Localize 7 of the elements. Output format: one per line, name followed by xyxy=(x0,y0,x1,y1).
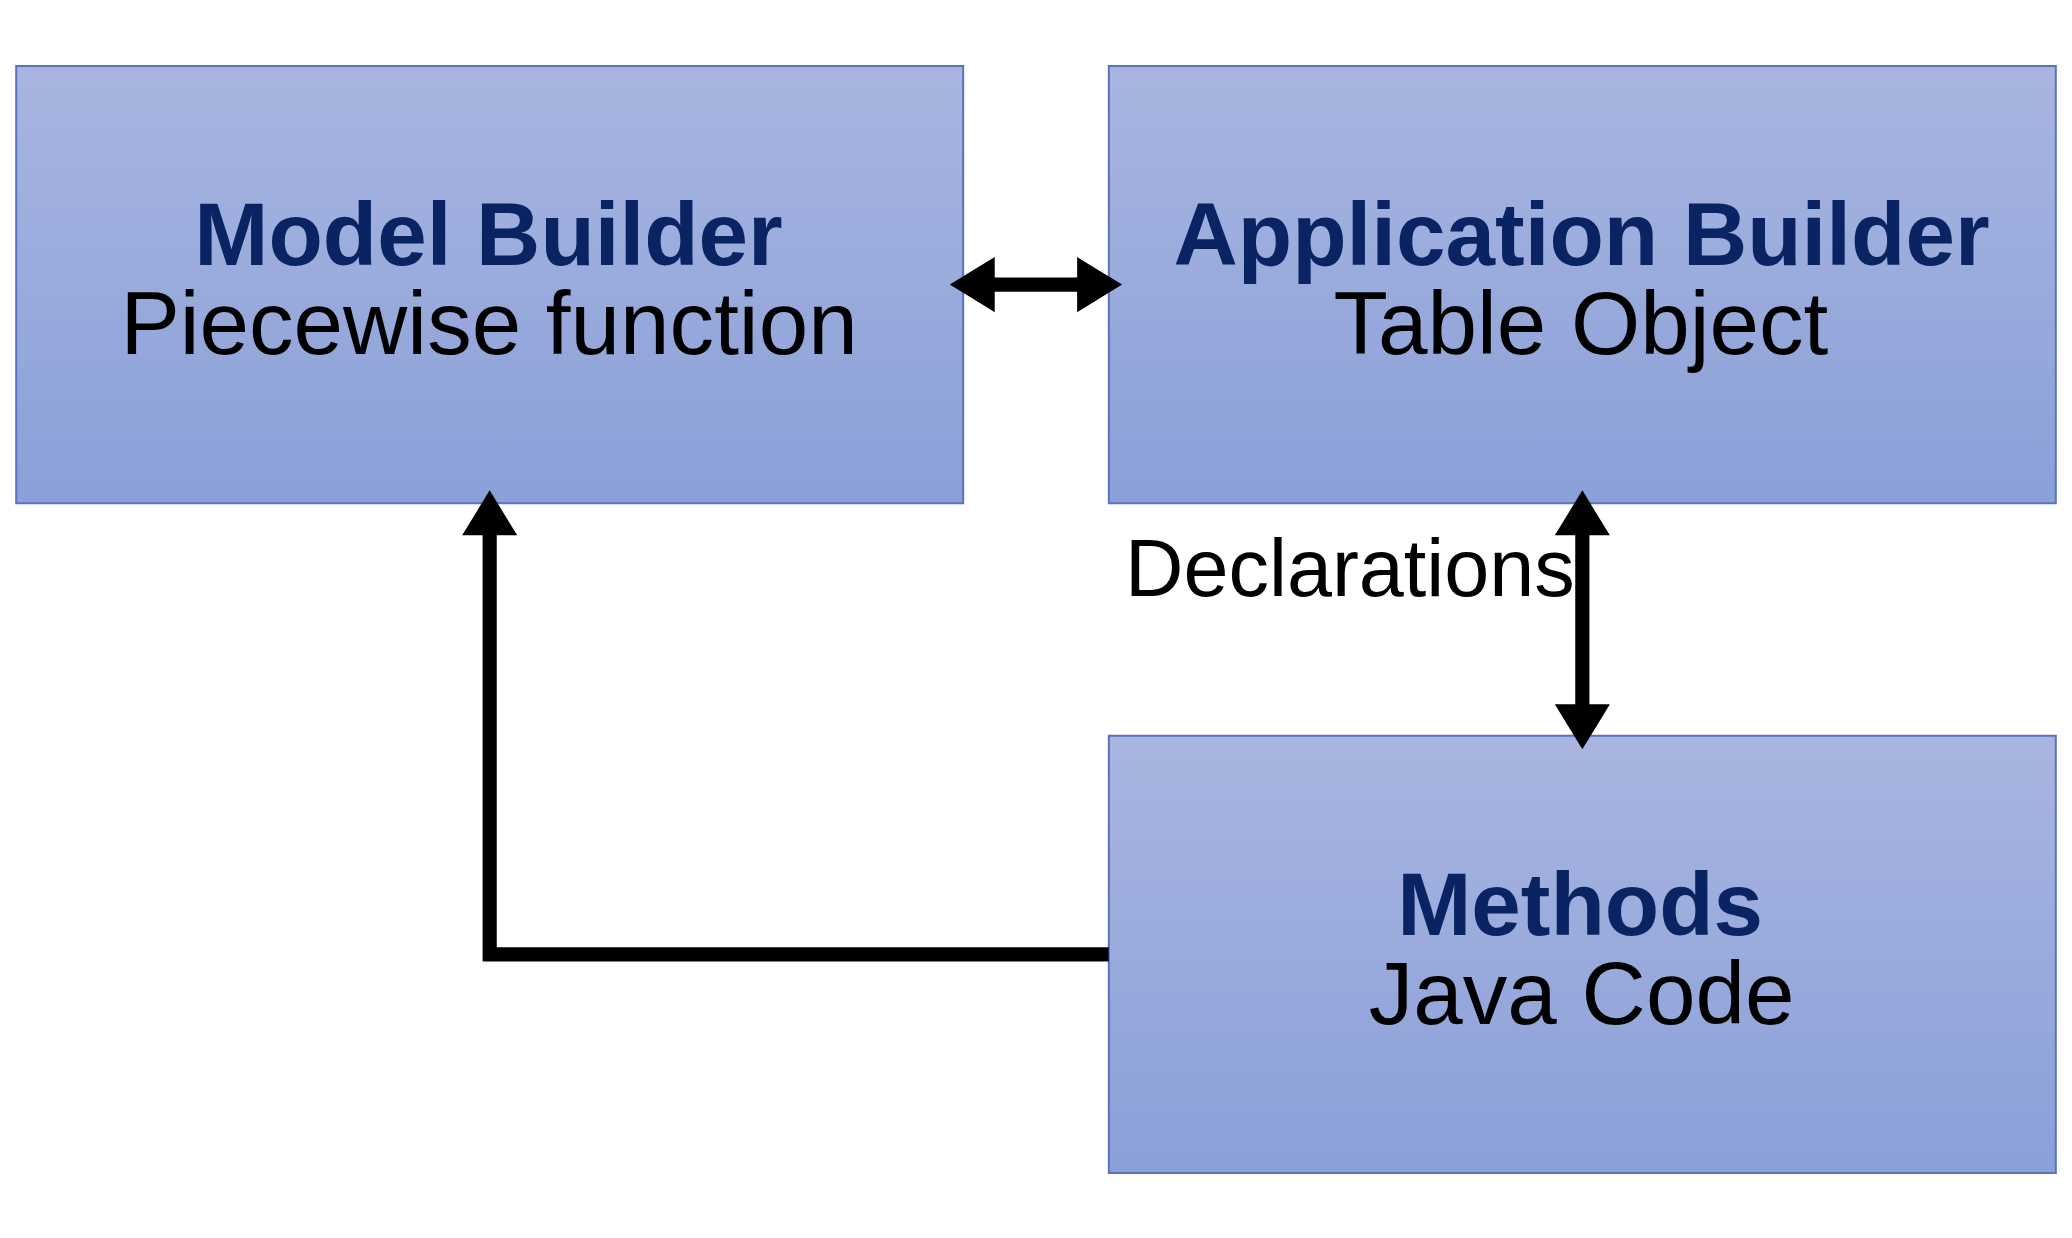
arrow xyxy=(949,256,1123,312)
edge-label: Declarations xyxy=(1125,522,1575,613)
node-box: Model Builder Piecewise function xyxy=(15,64,965,504)
arrow xyxy=(1554,489,1610,749)
node-box: Application Builder Table Object xyxy=(1107,64,2057,504)
arrow xyxy=(462,489,1109,961)
node-box: Methods Java Code xyxy=(1107,734,2057,1174)
